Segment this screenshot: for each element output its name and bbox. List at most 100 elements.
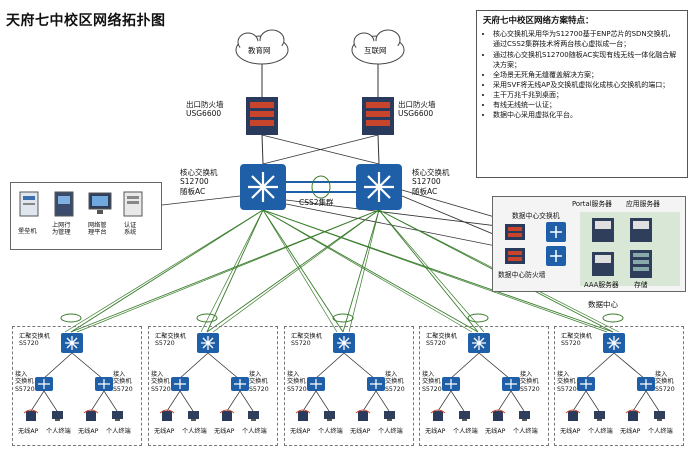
ap-label: 无线AP [485, 428, 506, 435]
core-agg-link [262, 209, 338, 333]
pc-icon [112, 411, 123, 421]
ap-label: 无线AP [78, 428, 99, 435]
pc-icon [324, 411, 335, 421]
ap-icon [83, 409, 99, 421]
ap-icon [295, 409, 311, 421]
ap-icon [430, 409, 446, 421]
link-bundle-marker [332, 313, 354, 323]
dc-firewall-label: 数据中心防火墙 [498, 271, 546, 279]
cloud-label-edu: 教育网 [248, 46, 271, 55]
pc-label: 个人终端 [453, 428, 478, 435]
fw-core-left [261, 134, 264, 165]
core-agg-link [206, 209, 380, 333]
pc-icon [594, 411, 605, 421]
datacenter-caption: 数据中心 [588, 300, 618, 309]
feature-item: 采用SVF将无线AP及交换机虚拟化成核心交换机的端口； [493, 80, 681, 90]
ap-icon [565, 409, 581, 421]
agg-switch-icon [603, 333, 625, 353]
mgmt-label-auth: 认证 系统 [124, 222, 137, 237]
pc-label: 个人终端 [242, 428, 267, 435]
pc-label: 个人终端 [648, 428, 673, 435]
pc-icon [654, 411, 665, 421]
access-switch-icon-right [637, 377, 655, 391]
pc-label: 个人终端 [46, 428, 71, 435]
pc-icon [459, 411, 470, 421]
agg-switch-icon [61, 333, 83, 353]
access-switch-label-left: 接入 交换机 S5720 [151, 371, 171, 393]
pc-icon [384, 411, 395, 421]
core-agg-link [64, 209, 264, 333]
access-switch-icon-left [171, 377, 189, 391]
ap-label: 无线AP [560, 428, 581, 435]
ap-label: 无线AP [18, 428, 39, 435]
pc-label: 个人终端 [182, 428, 207, 435]
mgmt-label-behavior: 上网行 为管理 [52, 222, 71, 237]
access-switch-label-left: 接入 交换机 S5720 [422, 371, 442, 393]
access-switch-label-left: 接入 交换机 S5720 [557, 371, 577, 393]
ap-icon [219, 409, 235, 421]
core-agg-link [76, 209, 380, 333]
feature-item: 全场景无死角无缝覆盖解决方案； [493, 70, 681, 80]
access-switch-label-right: 接入 交换机 S5720 [655, 371, 675, 393]
access-switch-label-left: 接入 交换机 S5720 [15, 371, 35, 393]
core-agg-link [348, 209, 380, 333]
core-agg-link [342, 209, 380, 333]
core-agg-link [212, 209, 380, 333]
core-agg-link [200, 209, 264, 333]
portal-label: Portal服务器 [572, 200, 612, 208]
core-agg-link [262, 209, 479, 333]
fw-core-cross [262, 134, 379, 165]
ap-icon [490, 409, 506, 421]
link-bundle-marker [60, 313, 82, 323]
access-switch-label-left: 接入 交换机 S5720 [287, 371, 307, 393]
ap-label: 无线AP [620, 428, 641, 435]
core-agg-link [262, 209, 473, 333]
access-switch-icon-left [442, 377, 460, 391]
access-switch-icon-left [577, 377, 595, 391]
ap-icon [355, 409, 371, 421]
access-switch-icon-right [502, 377, 520, 391]
ap-icon [625, 409, 641, 421]
ap-icon [23, 409, 39, 421]
mgmt-label-netmgmt: 网络管 理平台 [88, 222, 107, 237]
core-agg-link [206, 209, 264, 333]
pc-label: 个人终端 [513, 428, 538, 435]
management-panel [10, 182, 162, 250]
ap-label: 无线AP [290, 428, 311, 435]
core-agg-link [262, 209, 344, 333]
ap-label: 无线AP [425, 428, 446, 435]
feature-item: 通过核心交换机S12700随板AC实现有线无线一体化融合解决方案； [493, 50, 681, 70]
link-bundle-marker [196, 313, 218, 323]
core-agg-link [378, 209, 485, 333]
core-agg-link [262, 209, 608, 333]
dc-switch-label: 数据中心交换机 [512, 212, 560, 220]
core-agg-link [70, 209, 380, 333]
pc-icon [188, 411, 199, 421]
features-title: 天府七中校区网络方案特点： [483, 16, 594, 26]
feature-item: 核心交换机采用华为S12700基于ENP芯片的SDN交换机，通过CSS2集群技术… [493, 29, 681, 49]
app-label: 应用服务器 [626, 200, 660, 208]
access-switch-label-right: 接入 交换机 S5720 [520, 371, 540, 393]
agg-switch-icon [468, 333, 490, 353]
access-switch-icon-right [367, 377, 385, 391]
agg-switch-icon [333, 333, 355, 353]
mgmt-label-bastion: 堡垒机 [18, 228, 37, 235]
agg-switch-icon [197, 333, 219, 353]
storage-label: 存储 [634, 281, 648, 289]
pc-icon [52, 411, 63, 421]
pc-label: 个人终端 [378, 428, 403, 435]
access-switch-icon-right [231, 377, 249, 391]
